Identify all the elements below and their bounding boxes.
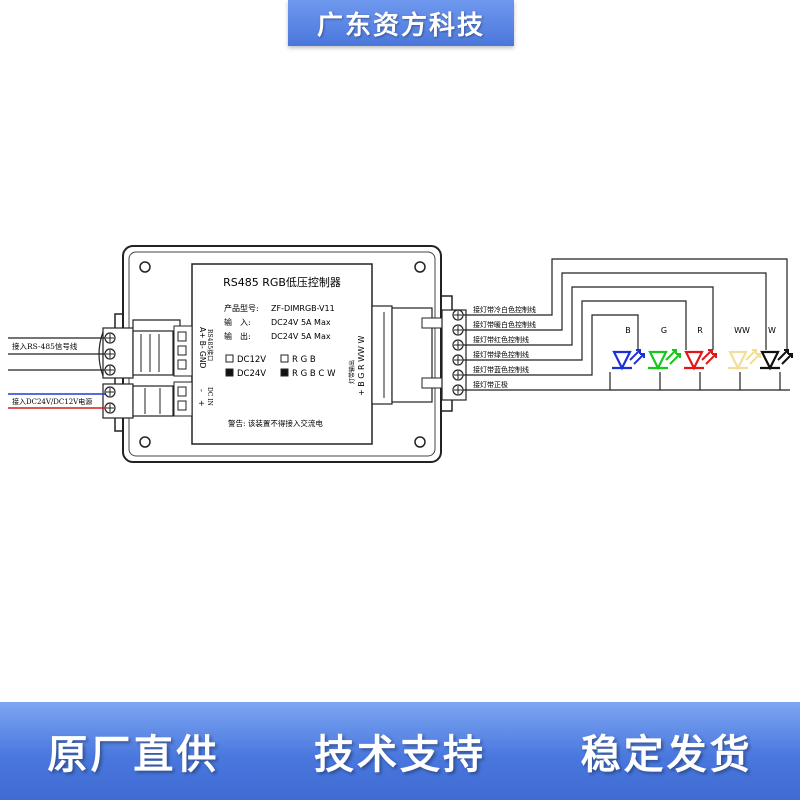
led-w-icon [760,349,793,371]
model-value: ZF-DIMRGB-V11 [271,304,335,313]
rs485-plug [132,330,174,376]
rs485-wire-label: 接入RS-485信号线 [12,341,78,351]
rs485-label-group: RS485接口 A+ B- GND [198,327,214,368]
footer-item-direct-supply: 原厂直供 [47,732,220,778]
rs485-pin-3 [177,359,187,370]
input-value: DC24V 5A Max [271,318,331,327]
rgb-option: R G B [292,355,316,365]
output-block-label: 灯带输出 [348,360,356,384]
company-name: 广东资方科技 [316,10,485,41]
output-label: 输 出: [224,331,251,341]
led-label: R [697,326,703,335]
dc24v-option: DC24V [237,369,266,379]
led-g-icon [648,349,681,371]
rs485-pin-labels: A+ B- GND [198,327,207,368]
label-panel [191,263,373,445]
rgb-checkbox [280,354,289,363]
wire-positive [463,372,790,391]
warning-text: 警告: 该装置不得接入交流电 [228,418,323,428]
power-pin-labels: - + [197,389,206,407]
wire-blue [463,314,639,376]
top-banner: 广东资方科技 [288,0,514,46]
power-pin-1 [177,386,187,397]
led-label: G [661,326,667,335]
footer-item-tech-support: 技术支持 [313,732,486,778]
dc12v-checkbox [225,354,234,363]
wiring-diagram: 接入RS-485信号线 接入DC24V/DC12V电源 RS485 RGB低压控… [0,236,800,472]
wire-label-blue: 接灯带蓝色控制线 [473,365,529,374]
power-label-group: DC IN - + [197,387,213,407]
output-pin-labels: + B G R WW W [357,336,366,396]
wire-label-positive: 接灯带正极 [473,380,508,389]
mount-hole-br [414,436,426,448]
wire-label-cool-white: 接灯带冷白色控制线 [473,305,536,314]
rs485-block-label: RS485接口 [206,329,214,361]
led-b-icon [612,349,645,371]
output-pin-strip [371,305,393,405]
dc12v-option: DC12V [237,355,266,365]
wire-green [463,300,687,361]
wire-cool-white [463,258,788,350]
led-r-icon [684,349,717,371]
output-terminal [441,309,467,401]
led-label: B [625,326,631,335]
wire-label-green: 接灯带绿色控制线 [473,350,529,359]
wire-label-red: 接灯带红色控制线 [473,335,529,344]
output-wires [463,258,790,391]
rs485-pin-2 [177,345,187,356]
wire-red [463,286,714,350]
rgbcw-option: R G B C W [292,369,336,379]
rgbcw-checkbox [280,368,289,377]
model-label: 产品型号: [224,303,259,313]
bottom-banner: 原厂直供 技术支持 稳定发货 [0,702,800,800]
wire-warm-white [463,272,767,350]
power-block-label: DC IN [206,387,213,406]
dc24v-checkbox [225,368,234,377]
power-wire-label: 接入DC24V/DC12V电源 [12,397,92,406]
device-title: RS485 RGB低压控制器 [223,275,341,289]
power-plug [132,385,174,417]
output-screws [452,309,464,396]
mount-hole-tl [139,261,151,273]
led-label: WW [734,326,750,335]
wiring-diagram-svg: 接入RS-485信号线 接入DC24V/DC12V电源 RS485 RGB低压控… [8,245,793,463]
rs485-pin-1 [177,331,187,342]
mount-hole-tr [414,261,426,273]
output-value: DC24V 5A Max [271,332,331,341]
led-ww-icon [728,349,761,371]
wire-label-warm-white: 接灯带暖白色控制线 [473,320,536,329]
led-label: W [768,326,776,335]
output-label-group: 灯带输出 + B G R WW W [348,336,366,396]
input-label: 输 入: [224,317,251,327]
power-pin-2 [177,400,187,411]
mount-hole-bl [139,436,151,448]
footer-item-stable-shipping: 稳定发货 [580,732,753,778]
